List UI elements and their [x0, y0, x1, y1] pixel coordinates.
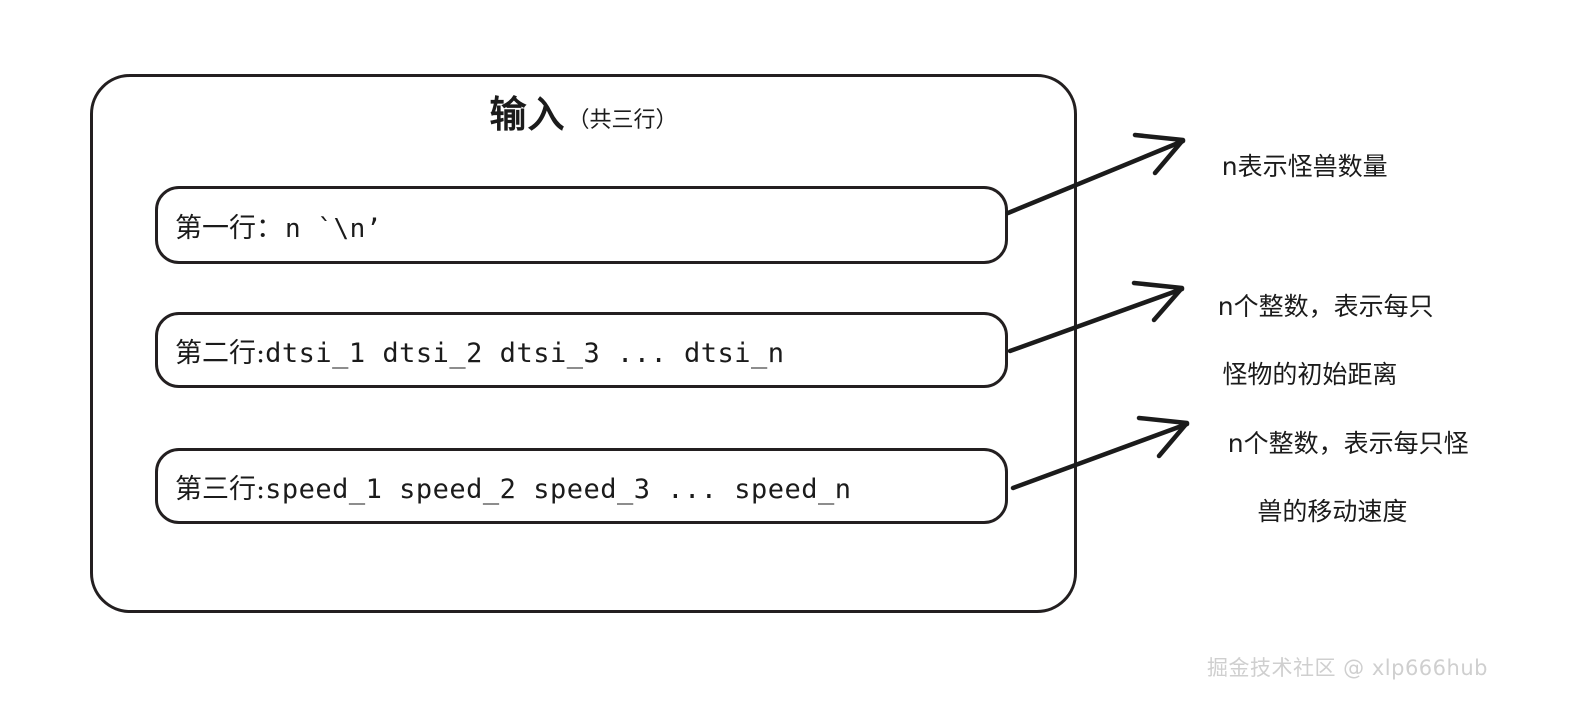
page-title: 输入（共三行）: [90, 96, 1077, 133]
input-line-1-label: 第一行：: [175, 212, 283, 244]
input-line-2-code: dtsi_1 dtsi_2 dtsi_3 ... dtsi_n: [265, 337, 785, 369]
title-main-text: 输入: [489, 93, 566, 136]
input-line-3-label: 第三行:: [175, 473, 266, 505]
annotation-3-line-2: 兽的移动速度: [1257, 497, 1408, 526]
arrow-head-2: [1131, 280, 1185, 323]
input-line-3-content: 第三行: speed_1 speed_2 speed_3 ... speed_n: [158, 467, 852, 506]
annotation-2-line-2: 怪物的初始距离: [1222, 360, 1398, 389]
input-line-2-content: 第二行: dtsi_1 dtsi_2 dtsi_3 ... dtsi_n: [158, 331, 785, 370]
annotation-1-line-1: n表示怪兽数量: [1221, 152, 1388, 181]
annotation-text-1: n表示怪兽数量: [1190, 116, 1388, 218]
input-line-box-2: 第二行: dtsi_1 dtsi_2 dtsi_3 ... dtsi_n: [155, 312, 1008, 388]
input-line-1-content: 第一行： n `\n’: [158, 206, 382, 245]
annotation-2-line-1: n个整数，表示每只: [1217, 292, 1434, 321]
input-line-box-3: 第三行: speed_1 speed_2 speed_3 ... speed_n: [155, 448, 1008, 524]
title-sub-text: （共三行）: [567, 108, 678, 133]
input-line-2-label: 第二行:: [175, 337, 266, 369]
annotation-text-3: n个整数，表示每只怪 兽的移动速度: [1196, 393, 1469, 597]
input-line-1-code: n `\n’: [285, 213, 382, 244]
annotation-text-2: n个整数，表示每只 怪物的初始距离: [1186, 256, 1434, 460]
input-line-3-code: speed_1 speed_2 speed_3 ... speed_n: [265, 473, 852, 505]
annotation-3-line-1: n个整数，表示每只怪: [1227, 429, 1469, 458]
arrow-head-1: [1132, 132, 1186, 176]
arrow-head-3: [1136, 415, 1190, 459]
watermark: 掘金技术社区 @ xlp666hub: [1207, 656, 1488, 680]
input-line-box-1: 第一行： n `\n’: [155, 186, 1008, 264]
